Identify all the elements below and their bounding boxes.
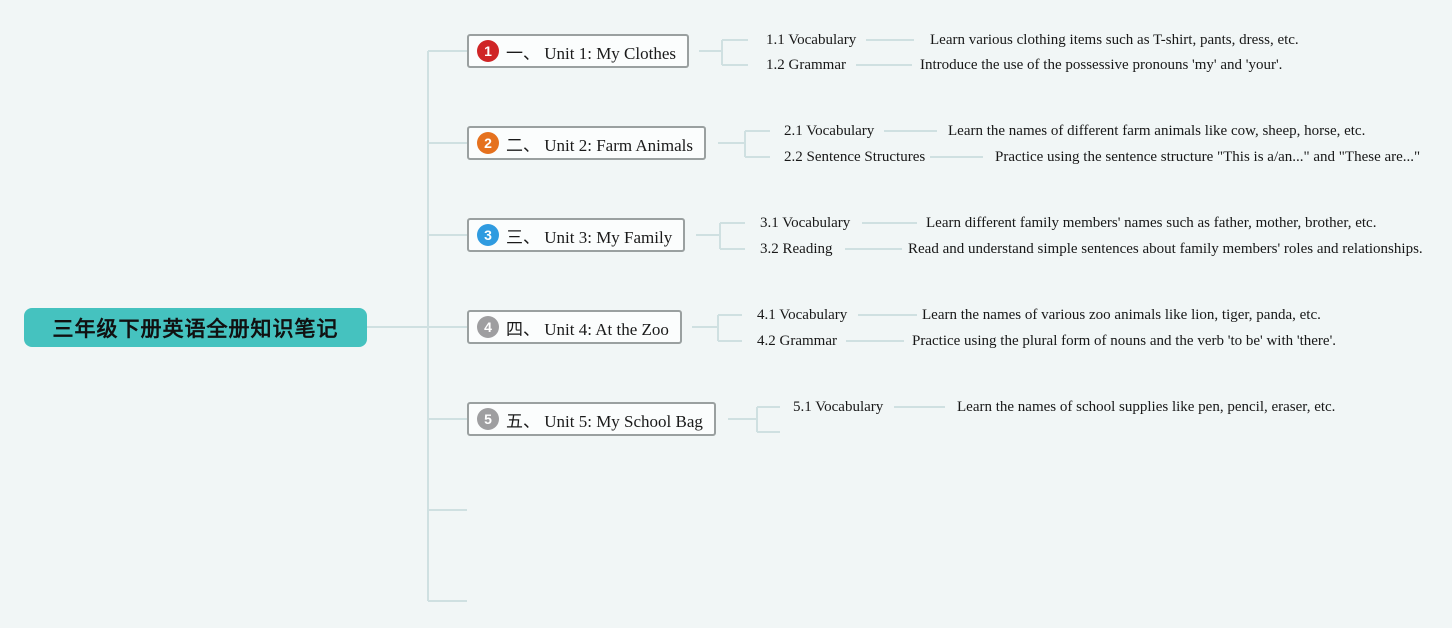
unit-1-label: 一、 Unit 1: My Clothes <box>506 43 677 63</box>
subtopic-3-2[interactable]: 3.2 Reading <box>760 241 833 257</box>
unit-node-4[interactable]: 4 四、 Unit 4: At the Zoo <box>467 310 682 344</box>
subtopic-1-2[interactable]: 1.2 Grammar <box>766 57 846 73</box>
unit3-desc-links <box>845 222 917 250</box>
unit-node-1[interactable]: 1 一、 Unit 1: My Clothes <box>467 34 690 68</box>
subtopic-2-2[interactable]: 2.2 Sentence Structures <box>784 149 926 165</box>
unit-node-2[interactable]: 2 二、 Unit 2: Farm Animals <box>467 126 706 160</box>
desc-4-1[interactable]: Learn the names of various zoo animals l… <box>922 307 1321 323</box>
subtopic-1-1[interactable]: 1.1 Vocabulary <box>766 32 857 48</box>
unit-3-number-badge: 3 <box>477 224 499 246</box>
unit2-desc-links <box>884 130 983 158</box>
desc-4-2[interactable]: Practice using the plural form of nouns … <box>912 333 1337 349</box>
unit1-desc-links <box>856 39 914 66</box>
subtopic-5-1[interactable]: 5.1 Vocabulary <box>793 399 884 415</box>
unit-5-label: 五、 Unit 5: My School Bag <box>506 411 703 431</box>
unit-4-number-badge: 4 <box>477 316 499 338</box>
unit4-desc-links <box>846 314 917 342</box>
unit-1-number-badge: 1 <box>477 40 499 62</box>
desc-3-2[interactable]: Read and understand simple sentences abo… <box>908 241 1423 257</box>
unit5-bracket <box>728 406 780 433</box>
desc-1-2[interactable]: Introduce the use of the possessive pron… <box>920 57 1283 73</box>
desc-2-1[interactable]: Learn the names of different farm animal… <box>948 123 1366 139</box>
unit-4-label: 四、 Unit 4: At the Zoo <box>506 319 669 339</box>
unit3-bracket <box>696 222 745 250</box>
root-node[interactable]: 三年级下册英语全册知识笔记 <box>24 308 367 347</box>
unit2-bracket <box>718 130 770 158</box>
desc-3-1[interactable]: Learn different family members' names su… <box>926 215 1377 231</box>
unit4-bracket <box>692 314 742 342</box>
subtopic-4-2[interactable]: 4.2 Grammar <box>757 333 837 349</box>
unit-5-number-badge: 5 <box>477 408 499 430</box>
desc-5-1[interactable]: Learn the names of school supplies like … <box>957 399 1336 415</box>
subtopic-2-1[interactable]: 2.1 Vocabulary <box>784 123 875 139</box>
desc-2-2[interactable]: Practice using the sentence structure "T… <box>995 149 1421 165</box>
subtopic-3-1[interactable]: 3.1 Vocabulary <box>760 215 851 231</box>
unit1-bracket <box>699 39 748 66</box>
subtopic-4-1[interactable]: 4.1 Vocabulary <box>757 307 848 323</box>
unit-node-5[interactable]: 5 五、 Unit 5: My School Bag <box>467 402 716 436</box>
desc-1-1[interactable]: Learn various clothing items such as T-s… <box>930 32 1299 48</box>
unit-2-label: 二、 Unit 2: Farm Animals <box>506 135 693 155</box>
unit-node-3[interactable]: 3 三、 Unit 3: My Family <box>467 218 686 252</box>
unit-3-label: 三、 Unit 3: My Family <box>506 227 673 247</box>
unit-2-number-badge: 2 <box>477 132 499 154</box>
